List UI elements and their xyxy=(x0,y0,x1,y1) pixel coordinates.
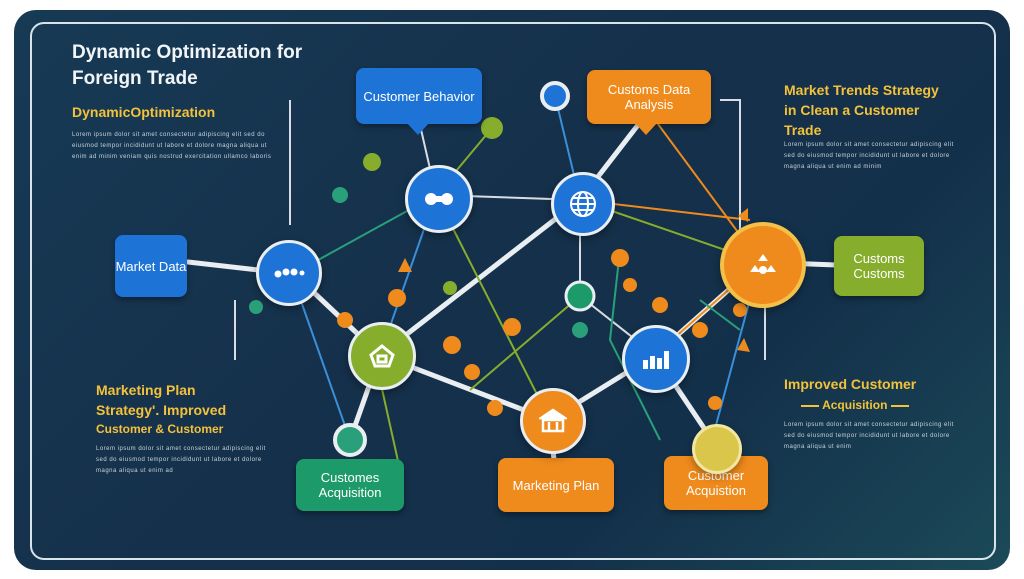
dot xyxy=(611,249,629,267)
hub-node xyxy=(564,280,596,312)
callout-tail xyxy=(406,122,430,135)
glow-node xyxy=(692,424,742,474)
dot xyxy=(481,117,503,139)
customs-customs-box: Customs Customs xyxy=(834,236,924,296)
dot xyxy=(623,278,637,292)
dots-icon xyxy=(256,240,322,306)
chat-dots-icon xyxy=(405,165,473,233)
ring-node xyxy=(333,423,367,457)
dot xyxy=(388,289,406,307)
dot xyxy=(708,396,722,410)
marketing-plan-box: Marketing Plan xyxy=(498,458,614,512)
dot xyxy=(572,322,588,338)
dot xyxy=(249,300,263,314)
right-top-heading: Market Trends Strategy in Clean a Custom… xyxy=(784,82,939,138)
customes-acquisition-box: Customes Acquisition xyxy=(296,459,404,511)
ring-node xyxy=(540,81,570,111)
link xyxy=(435,194,551,421)
arrow-mark xyxy=(738,208,748,222)
arrow-mark xyxy=(737,338,750,352)
link xyxy=(608,249,661,441)
right-top-paragraph: Lorem ipsum dolor sit amet consectetur a… xyxy=(784,142,954,170)
people-icon xyxy=(720,222,806,308)
page-title: Dynamic Optimization for Foreign Trade xyxy=(72,42,303,89)
customer-acquisition-box: Customer Acquistion xyxy=(664,456,768,510)
left-bottom-paragraph: Lorem ipsum dolor sit amet consectetur a… xyxy=(96,446,266,474)
dot xyxy=(363,153,381,171)
customs-data-analysis-box: Customs Data Analysis xyxy=(587,70,711,124)
bank-icon xyxy=(520,388,586,454)
link xyxy=(699,299,741,331)
customer-behavior-box: Customer Behavior xyxy=(356,68,482,124)
inner-border xyxy=(30,22,996,560)
link xyxy=(379,379,401,471)
dot xyxy=(503,318,521,336)
dot xyxy=(443,336,461,354)
left-bottom-sub: Customer & Customer xyxy=(96,422,224,436)
globe-icon xyxy=(551,172,615,236)
right-bottom-heading: Improved Customer xyxy=(784,376,917,392)
dot xyxy=(487,400,503,416)
right-bottom-paragraph: Lorem ipsum dolor sit amet consectetur a… xyxy=(784,422,954,450)
dot xyxy=(733,303,747,317)
dot xyxy=(337,312,353,328)
callout-tail xyxy=(634,122,658,135)
dot xyxy=(332,187,348,203)
left-bottom-heading: Marketing Plan Strategy'. Improved xyxy=(96,382,227,418)
link-market-data xyxy=(185,259,261,273)
link xyxy=(377,197,583,358)
link xyxy=(469,295,581,391)
market-data-box: Market Data xyxy=(115,235,187,297)
subtitle: DynamicOptimization xyxy=(72,104,216,120)
dot xyxy=(652,297,668,313)
link xyxy=(720,99,741,230)
arrow-mark xyxy=(398,258,412,272)
dot xyxy=(692,322,708,338)
dot xyxy=(464,364,480,380)
dot xyxy=(443,281,457,295)
bar-chart-icon xyxy=(622,325,690,393)
header-paragraph: Lorem ipsum dolor sit amet consectetur a… xyxy=(72,132,272,160)
right-bottom-sub: Acquisition xyxy=(790,398,920,412)
home-icon xyxy=(348,322,416,390)
